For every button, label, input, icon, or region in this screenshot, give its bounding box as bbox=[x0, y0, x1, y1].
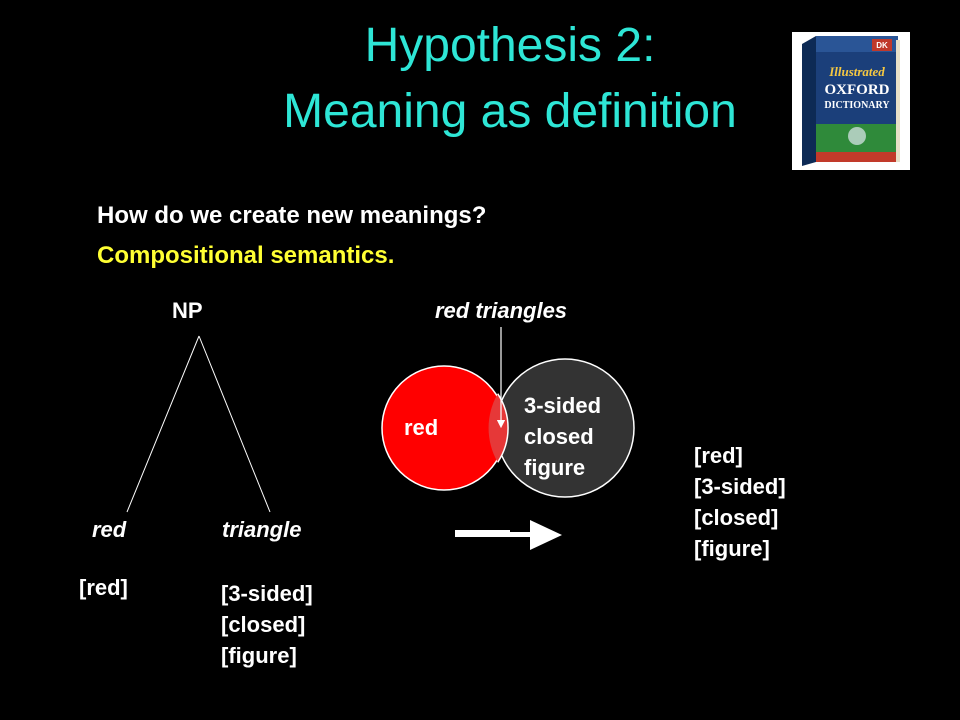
venn-red-set bbox=[381, 365, 507, 491]
tree-branch-right bbox=[198, 335, 271, 513]
feature-item: [figure] bbox=[694, 536, 770, 561]
tree-branch-left bbox=[126, 335, 200, 513]
feature-item: [figure] bbox=[221, 643, 297, 668]
feature-item: [closed] bbox=[221, 612, 306, 637]
book-title-3: DICTIONARY bbox=[824, 100, 890, 111]
dictionary-image: DK Illustrated OXFORD DICTIONARY bbox=[792, 32, 910, 170]
question-text: How do we create new meanings? bbox=[97, 202, 487, 229]
result-feature-list: [red] [3-sided] [closed] [figure] bbox=[694, 440, 786, 564]
tree-root-np: NP bbox=[172, 298, 203, 323]
book-title-1: Illustrated bbox=[828, 64, 885, 79]
red-feature-list: [red] bbox=[79, 572, 128, 603]
venn-gray-set-label: 3-sided closed figure bbox=[524, 390, 634, 483]
venn-red-set-label: red bbox=[404, 415, 439, 440]
tree-leaf-red: red bbox=[92, 517, 127, 542]
venn-label-red-triangles: red triangles bbox=[435, 298, 568, 323]
feature-item: [3-sided] bbox=[694, 474, 786, 499]
book-brand: DK bbox=[876, 41, 888, 50]
venn-gray-line: 3-sided bbox=[524, 393, 602, 418]
composition-arrow bbox=[455, 520, 562, 550]
venn-gray-line: figure bbox=[524, 455, 586, 480]
slide-title-line-1: Hypothesis 2: bbox=[364, 19, 656, 72]
dictionary-book-illustration: DK Illustrated OXFORD DICTIONARY bbox=[802, 36, 900, 166]
feature-item: [red] bbox=[79, 575, 128, 600]
slide-title-line-2: Meaning as definition bbox=[283, 85, 737, 138]
feature-item: [red] bbox=[694, 443, 743, 468]
book-title-2: OXFORD bbox=[825, 82, 890, 98]
tree-leaf-triangle: triangle bbox=[222, 517, 302, 542]
triangle-feature-list: [3-sided] [closed] [figure] bbox=[221, 578, 313, 671]
answer-text: Compositional semantics. bbox=[97, 242, 395, 269]
feature-item: [3-sided] bbox=[221, 581, 313, 606]
feature-item: [closed] bbox=[694, 505, 779, 530]
venn-gray-line: closed bbox=[524, 424, 594, 449]
